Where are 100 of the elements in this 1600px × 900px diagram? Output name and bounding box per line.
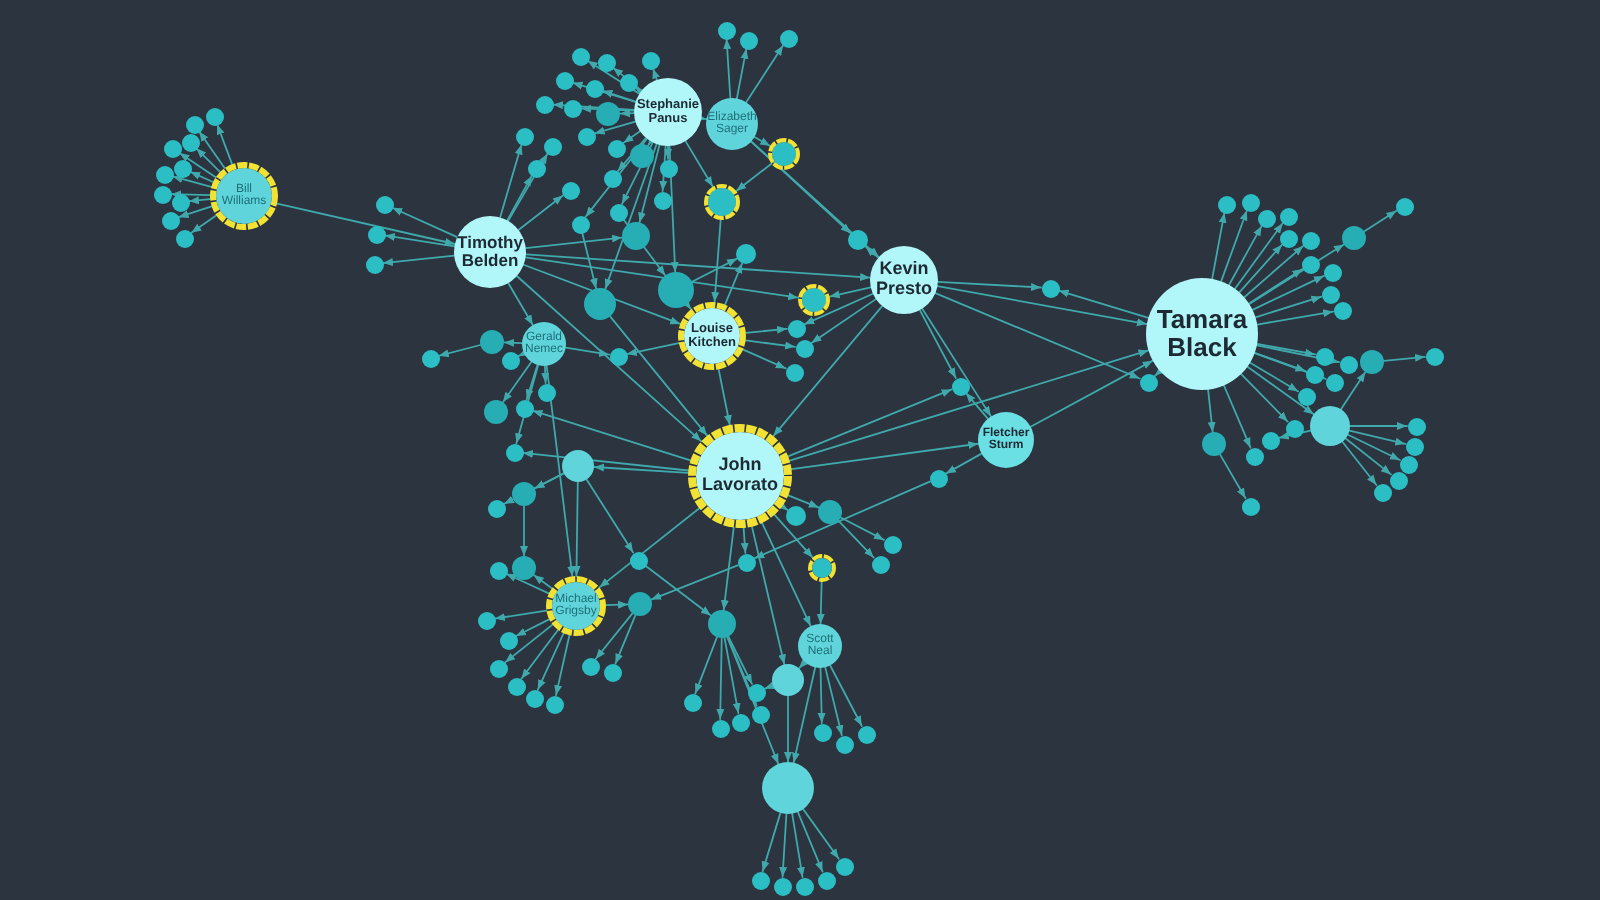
network-node <box>489 561 507 579</box>
network-node <box>683 693 701 711</box>
arrow <box>634 86 646 97</box>
arrow <box>1340 371 1367 411</box>
arrow <box>601 89 637 103</box>
arrow <box>803 292 874 326</box>
arrow <box>761 522 812 627</box>
network-node <box>1310 406 1350 446</box>
network-node <box>555 71 573 89</box>
network-node <box>585 79 603 97</box>
arrow <box>792 666 817 764</box>
network-node <box>883 535 901 553</box>
network-node <box>1279 229 1297 247</box>
arrow <box>507 282 534 326</box>
network-node <box>1041 279 1059 297</box>
network-node <box>785 363 803 381</box>
network-node <box>571 47 589 65</box>
network-node <box>1245 447 1263 465</box>
arrow <box>1249 361 1300 393</box>
network-node <box>773 877 791 895</box>
network-node <box>622 222 650 250</box>
network-node <box>1395 197 1413 215</box>
node-label: Timothy Belden <box>457 233 523 271</box>
network-node <box>1139 373 1157 391</box>
highlighted-node <box>768 138 800 170</box>
network-node <box>659 159 677 177</box>
arrow <box>536 632 565 691</box>
highlighted-node <box>678 302 746 370</box>
arrow <box>216 123 233 166</box>
arrow <box>593 120 637 135</box>
network-node <box>835 857 853 875</box>
network-node <box>1297 387 1315 405</box>
arrow <box>652 67 660 81</box>
network-node <box>787 319 805 337</box>
arrow <box>598 507 701 589</box>
network-node <box>795 339 813 357</box>
network-node <box>629 551 647 569</box>
network-node <box>535 95 553 113</box>
network-node <box>929 469 947 487</box>
arrow <box>763 681 776 690</box>
arrow <box>1383 353 1426 362</box>
network-node <box>739 31 757 49</box>
network-node <box>1425 347 1443 365</box>
arrow <box>1234 222 1284 290</box>
arrow <box>177 205 213 219</box>
arrow <box>594 612 634 660</box>
network-node <box>501 351 519 369</box>
arrow <box>584 137 648 218</box>
network-node <box>1342 226 1366 250</box>
network-node <box>515 127 533 145</box>
arrow <box>944 452 983 475</box>
arrow <box>1277 429 1312 440</box>
network-node <box>731 713 749 731</box>
arrow <box>382 254 456 267</box>
arrow <box>744 325 788 334</box>
network-node <box>795 877 813 895</box>
arrow <box>533 472 565 490</box>
arrow <box>494 609 548 622</box>
arrow <box>622 218 667 277</box>
network-node <box>507 677 525 695</box>
highlighted-node <box>210 162 278 230</box>
network-node <box>515 399 533 417</box>
arrow <box>787 494 820 509</box>
network-node <box>375 195 393 213</box>
network-node <box>634 78 702 146</box>
arrow <box>189 170 214 183</box>
network-node <box>737 553 755 571</box>
network-node <box>545 695 563 713</box>
arrow <box>585 478 635 554</box>
network-node <box>512 482 536 506</box>
arrow <box>779 813 788 878</box>
arrow <box>552 101 635 111</box>
network-node <box>581 657 599 675</box>
arrow <box>664 145 672 160</box>
network-node <box>365 255 383 273</box>
arrow <box>580 104 635 113</box>
network-node <box>658 272 694 308</box>
network-node <box>1301 255 1319 273</box>
arrow <box>777 501 789 512</box>
network-node <box>562 450 594 482</box>
arrow <box>1248 243 1345 305</box>
network-node <box>1389 471 1407 489</box>
arrow <box>520 629 559 680</box>
network-node <box>161 211 179 229</box>
network-node <box>1279 207 1297 225</box>
arrow <box>605 600 629 609</box>
network-node <box>1315 347 1333 365</box>
arrow <box>1223 384 1252 449</box>
arrow <box>1153 366 1165 377</box>
arrow <box>691 257 738 283</box>
arrow <box>1341 440 1378 486</box>
network-node <box>708 610 736 638</box>
arrow <box>735 47 749 100</box>
network-node <box>173 159 191 177</box>
arrow <box>644 564 712 617</box>
network-node <box>786 506 806 526</box>
arrow <box>797 811 824 873</box>
arrow <box>921 307 992 418</box>
network-node <box>609 347 627 365</box>
arrow <box>1029 359 1154 428</box>
